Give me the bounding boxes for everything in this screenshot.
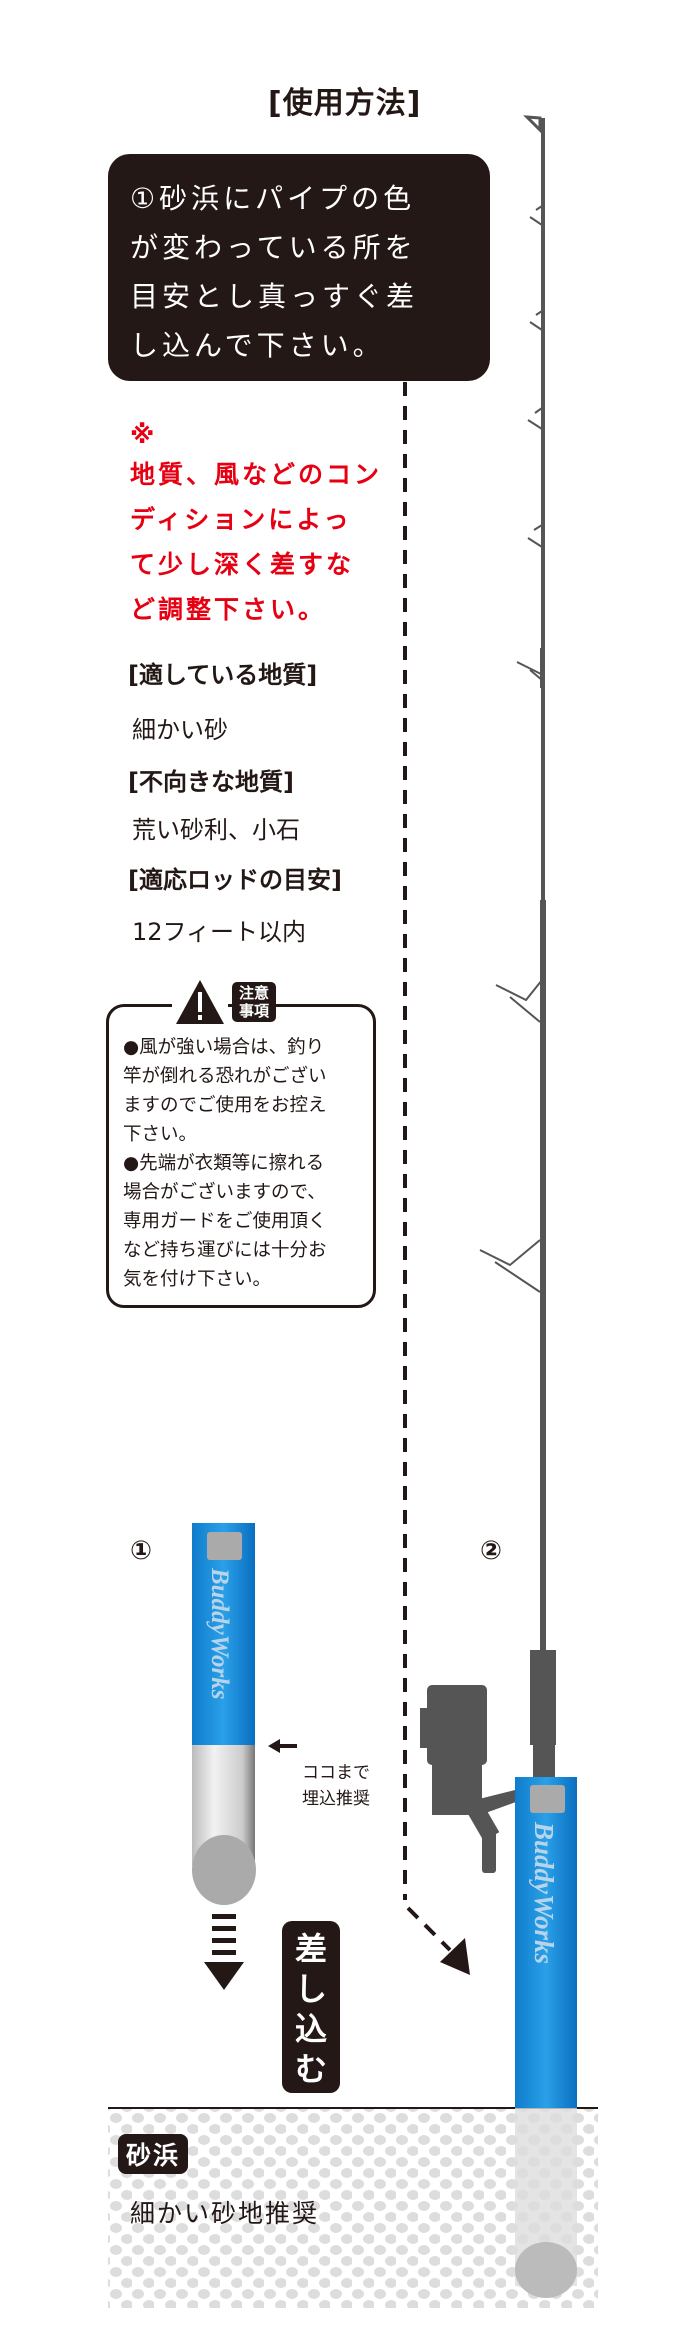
caution-line: 場合がございますので、 bbox=[123, 1182, 326, 1203]
caution-line: 気を付け下さい。 bbox=[123, 1269, 272, 1290]
note-line: て少し深く差すな bbox=[130, 550, 355, 579]
suitable-soil-heading: [適している地質] bbox=[128, 661, 318, 689]
caution-line: など持ち運びには十分お bbox=[123, 1240, 327, 1261]
push-char: 差 bbox=[294, 1930, 327, 1968]
note-mark: ※ bbox=[130, 420, 158, 449]
arrow-down-right-icon bbox=[440, 1938, 470, 1975]
reel-icon bbox=[420, 1685, 535, 1873]
brand-logo-icon bbox=[207, 1532, 242, 1560]
caution-line: 専用ガードをご使用頂く bbox=[123, 1211, 327, 1232]
push-char: 込 bbox=[294, 2010, 327, 2048]
caution-line: ますのでご使用をお控え bbox=[123, 1095, 327, 1116]
note-line: 地質、風などのコン bbox=[130, 460, 383, 489]
embed-hint-line: ココまで bbox=[302, 1763, 370, 1783]
pipe2-blue bbox=[515, 1777, 577, 2108]
caution-line: ●先端が衣類等に擦れる bbox=[123, 1153, 325, 1174]
caution-line: 下さい。 bbox=[123, 1124, 198, 1145]
step1-instruction-box: ①砂浜にパイプの色 が変わっている所を 目安とし真っすぐ差 し込んで下さい。 bbox=[108, 154, 490, 381]
arrow-down-icon bbox=[204, 1914, 244, 1990]
arrow-left-icon bbox=[268, 1739, 297, 1753]
sand-note: 細かい砂地推奨 bbox=[130, 2199, 320, 2228]
push-in-label: 差 し 込 む bbox=[282, 1921, 340, 2093]
instruction-line: ①砂浜にパイプの色 bbox=[130, 182, 416, 215]
instruction-line: 目安とし真っすぐ差 bbox=[130, 280, 419, 313]
push-char: む bbox=[294, 2050, 327, 2088]
unsuitable-soil-value: 荒い砂利、小石 bbox=[132, 816, 300, 844]
fishing-rod bbox=[479, 115, 546, 1650]
rod-guide-heading: [適応ロッドの目安] bbox=[128, 866, 342, 894]
caution-tag-line: 事項 bbox=[238, 1002, 269, 1020]
embed-hint: ココまで 埋込推奨 bbox=[268, 1760, 370, 1812]
pipe1-brand: BuddyWorks bbox=[206, 1567, 233, 1700]
caution-line: 竿が倒れる恐れがござい bbox=[123, 1066, 327, 1087]
caution-tag-line: 注意 bbox=[238, 984, 269, 1002]
note-line: ディションによっ bbox=[130, 505, 352, 534]
step1-number: ① bbox=[130, 1536, 153, 1566]
warning-icon bbox=[172, 980, 228, 1028]
pipe2-brand: BuddyWorks bbox=[529, 1821, 559, 1964]
instruction-line: が変わっている所を bbox=[130, 231, 417, 264]
caution-tag: 注意 事項 bbox=[232, 982, 276, 1022]
note-line: ど調整下さい。 bbox=[130, 595, 327, 624]
caution-line: ●風が強い場合は、釣り bbox=[123, 1037, 325, 1058]
suitable-soil-value: 細かい砂 bbox=[132, 716, 228, 744]
rod-guide-value: 12フィート以内 bbox=[132, 918, 307, 946]
push-char: し bbox=[294, 1970, 327, 2008]
rod-grip bbox=[530, 1650, 556, 1745]
unsuitable-soil-heading: [不向きな地質] bbox=[128, 768, 294, 796]
embed-hint-line: 埋込推奨 bbox=[302, 1789, 370, 1809]
page-title: [使用方法] bbox=[268, 86, 422, 121]
instruction-line: し込んで下さい。 bbox=[130, 329, 385, 362]
step2-number: ② bbox=[480, 1536, 503, 1566]
caution-box: ●風が強い場合は、釣り 竿が倒れる恐れがござい ますのでご使用をお控え 下さい。… bbox=[106, 1004, 376, 1308]
sand-label: 砂浜 bbox=[118, 2134, 189, 2174]
brand-logo-icon bbox=[530, 1785, 565, 1813]
